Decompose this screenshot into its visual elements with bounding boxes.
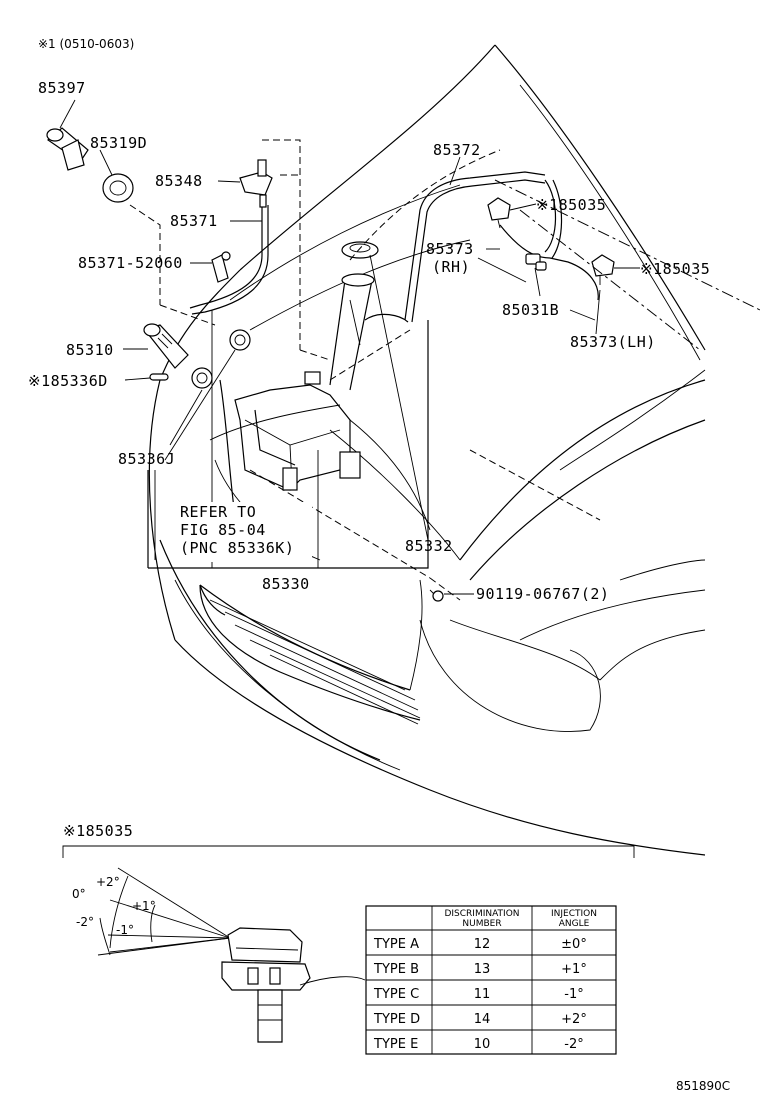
row-angle: -1°	[564, 987, 583, 1002]
header-injection: INJECTION	[551, 909, 597, 919]
row-number: 11	[474, 987, 491, 1002]
table-row: TYPE E 10 -2°	[373, 1037, 584, 1052]
row-angle: -2°	[564, 1037, 583, 1052]
row-type: TYPE C	[373, 987, 419, 1002]
label-85319D: 85319D	[90, 134, 147, 152]
table-row: TYPE A 12 ±0°	[373, 937, 587, 952]
angle-minus1: -1°	[116, 923, 134, 937]
table-row: TYPE B 13 +1°	[373, 962, 587, 977]
refer-line-3: (PNC 85336K)	[180, 539, 294, 557]
label-85348: 85348	[155, 172, 203, 190]
label-85332: 85332	[405, 537, 453, 555]
row-number: 14	[474, 1012, 491, 1027]
washer-hoses	[189, 171, 599, 561]
table-row: TYPE C 11 -1°	[373, 987, 584, 1002]
angle-minus2: -2°	[76, 915, 94, 929]
label-85330: 85330	[262, 575, 310, 593]
row-type: TYPE E	[373, 1037, 418, 1052]
pump-85397	[46, 127, 89, 171]
refer-line-2: FIG 85-04	[180, 521, 266, 539]
row-number: 13	[474, 962, 491, 977]
tank-mount	[304, 371, 321, 385]
label-85372: 85372	[433, 141, 481, 159]
angle-plus2: +2°	[96, 875, 120, 889]
washer-tank	[234, 241, 379, 491]
tank-foot	[339, 451, 361, 479]
connector-85031B	[525, 253, 547, 271]
grommet-85336J	[191, 329, 251, 389]
vehicle-body-outline	[148, 44, 706, 856]
refer-line-1: REFER TO	[180, 503, 256, 521]
row-angle: +1°	[561, 962, 587, 977]
angle-plus1: +1°	[132, 899, 156, 913]
nozzle-185035-a	[487, 197, 511, 229]
nozzle-185035-b	[591, 254, 615, 285]
label-185035-a: ※185035	[536, 196, 606, 214]
row-type: TYPE D	[373, 1012, 420, 1027]
row-angle: ±0°	[561, 937, 587, 952]
injection-angle-table: DISCRIMINATION NUMBER INJECTION ANGLE TY…	[365, 905, 617, 1055]
header-angle: ANGLE	[559, 919, 590, 929]
component-parts	[46, 127, 615, 602]
assembly-frame	[147, 310, 429, 569]
label-85336J: 85336J	[118, 450, 175, 468]
label-90119: 90119-06767(2)	[476, 585, 609, 603]
row-type: TYPE B	[373, 962, 419, 977]
nozzle-detail-drawing	[221, 927, 366, 1043]
tank-bracket	[282, 467, 298, 491]
detail-title: ※185035	[63, 822, 133, 840]
grommet-85319D	[102, 173, 134, 203]
header-number: NUMBER	[462, 919, 501, 929]
label-85371-52060: 85371-52060	[78, 254, 183, 272]
figure-id: 851890C	[676, 1079, 730, 1093]
header-note: ※1 (0510-0603)	[38, 37, 134, 51]
part-labels: ※1 (0510-0603) 85397 85319D 85348 85371 …	[28, 37, 710, 603]
angle-0: 0°	[72, 887, 86, 901]
motor-85310	[143, 323, 189, 369]
clip-90119	[429, 589, 444, 602]
row-type: TYPE A	[373, 937, 419, 952]
label-85371: 85371	[170, 212, 218, 230]
nozzle-detail: ※185035 0° +2° +1° -2° -1°	[62, 822, 635, 1055]
table-row: TYPE D 14 +2°	[373, 1012, 587, 1027]
label-185035-b: ※185035	[640, 260, 710, 278]
row-number: 10	[474, 1037, 491, 1052]
refer-note: REFER TO FIG 85-04 (PNC 85336K)	[172, 502, 312, 562]
nozzle-85348	[239, 159, 273, 208]
header-discrimination: DISCRIMINATION	[444, 909, 519, 919]
label-85373-lh: 85373(LH)	[570, 333, 656, 351]
label-85397: 85397	[38, 79, 86, 97]
spray-angle-fan: 0° +2° +1° -2° -1°	[72, 867, 231, 956]
row-angle: +2°	[561, 1012, 587, 1027]
row-number: 12	[474, 937, 491, 952]
label-rh: (RH)	[432, 258, 470, 276]
callout-frames	[129, 139, 760, 601]
clip-85371-52060	[211, 251, 231, 283]
pin-185336D	[149, 373, 169, 381]
leader-lines	[59, 99, 640, 595]
label-85310: 85310	[66, 341, 114, 359]
label-85031B: 85031B	[502, 301, 559, 319]
label-185336D: ※185336D	[28, 372, 108, 390]
label-85373-rh: 85373	[426, 240, 474, 258]
